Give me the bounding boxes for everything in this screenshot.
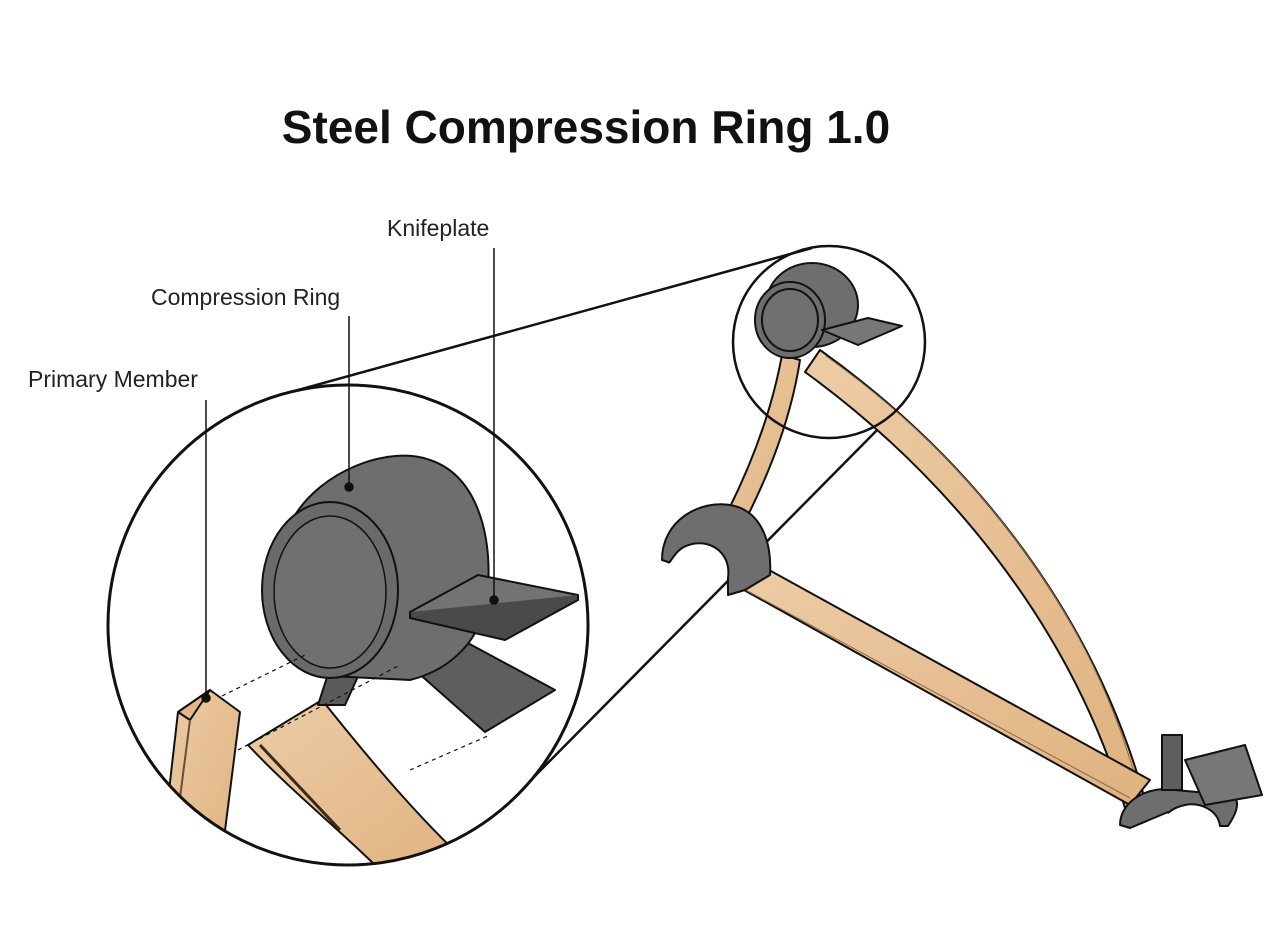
- magnifier-connector-lines: [279, 246, 893, 784]
- leader-lines: [201, 248, 499, 703]
- label-knifeplate: Knifeplate: [387, 215, 490, 241]
- left-base-shoe: [661, 503, 772, 596]
- small-knifeplate: [821, 317, 903, 346]
- right-knifeplate: [1184, 744, 1263, 806]
- frame-assembly: [661, 262, 1263, 829]
- magnifier-circle: [106, 383, 590, 867]
- right-vertical-plate: [1161, 734, 1183, 791]
- magnified-detail: [159, 454, 579, 865]
- detail-callout-circle: [731, 244, 927, 440]
- mag-curved-member: [247, 699, 476, 865]
- label-compression-ring: Compression Ring: [151, 284, 341, 310]
- curved-primary-member: [804, 349, 1146, 809]
- diagram-title: Steel Compression Ring 1.0: [281, 101, 891, 153]
- label-primary-member: Primary Member: [28, 366, 198, 392]
- explode-lines: [221, 654, 491, 771]
